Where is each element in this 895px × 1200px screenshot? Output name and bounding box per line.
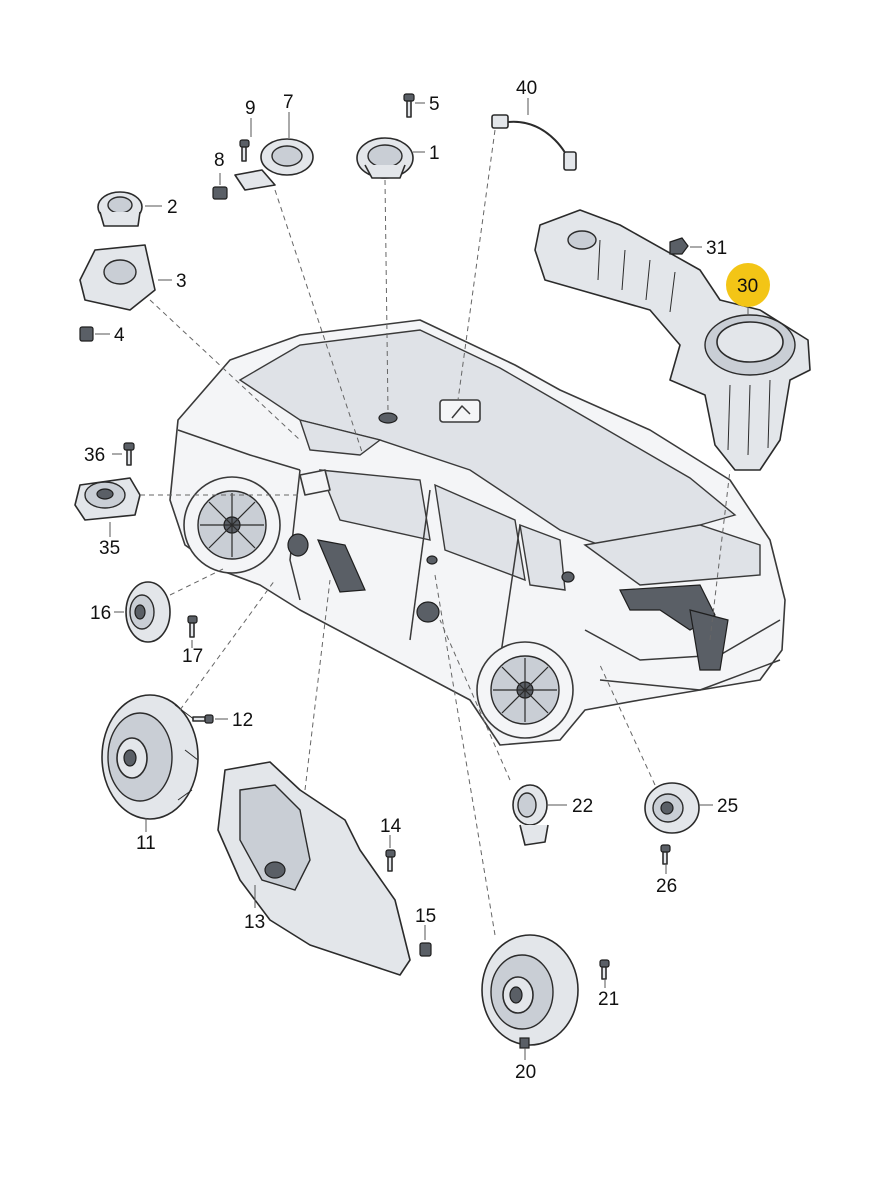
part-7-speaker (234, 138, 314, 191)
callout-40: 40 (516, 78, 537, 99)
callout-3: 3 (176, 271, 187, 292)
callout-7: 7 (283, 92, 294, 113)
part-9-screw (239, 139, 250, 162)
part-25-speaker (644, 782, 700, 834)
part-4-clip (79, 326, 94, 342)
callout-13: 13 (244, 912, 265, 933)
part-17-screw (187, 615, 198, 638)
callout-35: 35 (99, 538, 120, 559)
callout-36: 36 (84, 445, 105, 466)
callout-15: 15 (415, 906, 436, 927)
part-8-clip (212, 186, 228, 200)
part-14-screw (385, 849, 396, 872)
callout-31: 31 (706, 238, 727, 259)
vehicle-body (169, 319, 786, 746)
part-3-bracket (79, 244, 156, 311)
part-36-screw (123, 442, 135, 466)
callout-22: 22 (572, 796, 593, 817)
part-40-wire-harness (491, 114, 577, 171)
part-2-speaker (97, 191, 143, 227)
part-12-screw (192, 714, 214, 724)
callout-4: 4 (114, 325, 125, 346)
part-5-screw (403, 93, 415, 118)
callout-labels: 5 1 7 9 8 2 3 4 40 31 30 36 35 16 17 12 … (84, 78, 758, 1083)
leader-lines (95, 98, 749, 1060)
part-35-speaker (74, 477, 141, 521)
part-15-clip (419, 942, 432, 957)
highlight-circle-30 (726, 263, 770, 307)
part-13-speaker-module (217, 761, 411, 976)
location-dashed-lines (140, 129, 731, 936)
part-22-speaker (512, 784, 549, 846)
part-1-speaker (356, 137, 414, 179)
callout-14: 14 (380, 816, 402, 837)
part-21-screw (599, 959, 610, 980)
callout-16: 16 (90, 603, 111, 624)
callout-21: 21 (598, 989, 619, 1010)
callout-17: 17 (182, 646, 203, 667)
part-16-speaker (125, 581, 171, 643)
callout-11: 11 (136, 833, 156, 854)
part-20-speaker (481, 934, 579, 1049)
part-31-nut (669, 237, 689, 255)
callout-12: 12 (232, 710, 253, 731)
callout-8: 8 (214, 150, 225, 171)
callout-25: 25 (717, 796, 738, 817)
callout-2: 2 (167, 197, 178, 218)
callout-26: 26 (656, 876, 677, 897)
callout-1: 1 (429, 143, 440, 164)
part-30-subwoofer-enclosure (534, 209, 811, 471)
part-11-woofer (101, 694, 199, 820)
callout-20: 20 (515, 1062, 536, 1083)
callout-5: 5 (429, 94, 440, 115)
callout-30: 30 (737, 276, 758, 297)
part-26-screw (660, 844, 671, 865)
callout-9: 9 (245, 98, 256, 119)
